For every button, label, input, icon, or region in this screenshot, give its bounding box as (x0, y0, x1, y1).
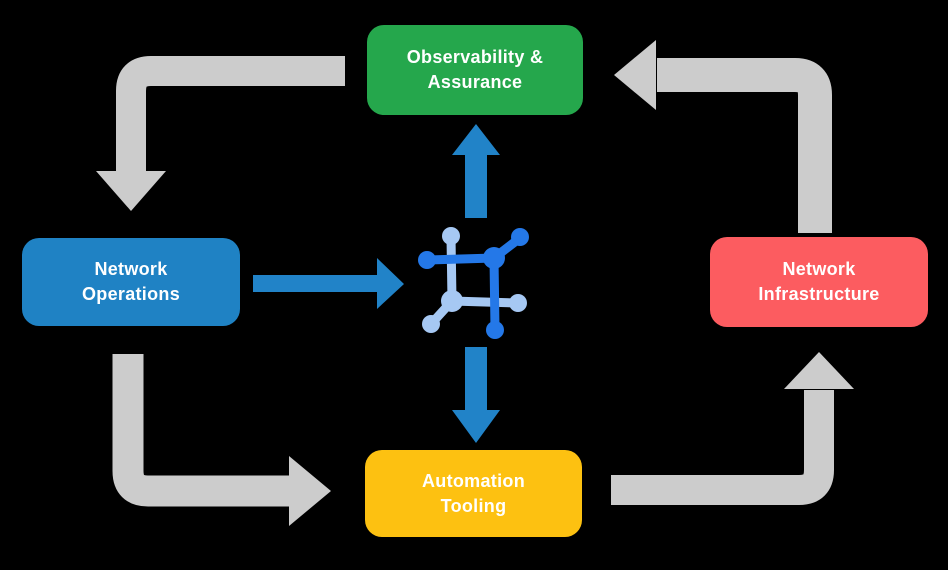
icon-light-bottomleft-dot (422, 315, 440, 333)
arrow-icon-to-observability (452, 124, 500, 218)
node-infrastructure-label-line1: Network (782, 259, 856, 280)
icon-dark-horizontal-line (423, 253, 499, 265)
node-operations-label-line2: Operations (81, 284, 181, 304)
icon-dark-vertical-line (489, 253, 500, 334)
arrow-operations-to-automation-line (112, 354, 290, 507)
arrow-infrastructure-to-observability (614, 40, 832, 233)
arrow-observability-to-operations-line (116, 56, 345, 172)
arrow-operations-to-automation (112, 354, 331, 526)
icon-light-horizontal-line (447, 296, 523, 308)
arrow-automation-to-infrastructure (611, 352, 854, 505)
icon-light-vertical-line (446, 232, 457, 305)
icon-dark-corner-node (483, 247, 505, 269)
network-mesh-icon (418, 227, 529, 339)
arrow-infrastructure-to-observability-head (614, 40, 656, 110)
arrow-operations-to-automation-head (289, 456, 331, 526)
arrow-icon-to-automation (452, 347, 500, 443)
node-automation-label-line2: Tooling (440, 495, 507, 516)
node-observability-label-line2: Assurance (427, 72, 523, 92)
arrow-observability-to-operations-head (96, 171, 166, 211)
arrow-automation-to-infrastructure-line (611, 390, 834, 505)
icon-light-top-dot (442, 227, 460, 245)
arrow-operations-to-icon (253, 258, 404, 309)
node-observability-label-line1: Observability & (406, 47, 544, 68)
icon-dark-bottom-dot (486, 321, 504, 339)
icon-light-right-dot (509, 294, 527, 312)
arrow-observability-to-operations (96, 56, 345, 211)
node-automation-tooling: Automation Tooling (365, 450, 582, 537)
node-infrastructure-label-line2: Infrastructure (758, 284, 880, 304)
icon-light-corner-node (441, 290, 463, 312)
node-network-infrastructure: Network Infrastructure (710, 237, 928, 327)
icon-dark-topright-dot (511, 228, 529, 246)
node-network-operations: Network Operations (22, 238, 240, 326)
arrow-automation-to-infrastructure-head (784, 352, 854, 389)
node-operations-label-line1: Network (94, 259, 168, 280)
icon-dark-left-dot (418, 251, 436, 269)
arrow-infrastructure-to-observability-line (657, 58, 832, 233)
node-automation-label-line1: Automation (422, 470, 525, 491)
node-observability-assurance: Observability & Assurance (367, 25, 583, 115)
